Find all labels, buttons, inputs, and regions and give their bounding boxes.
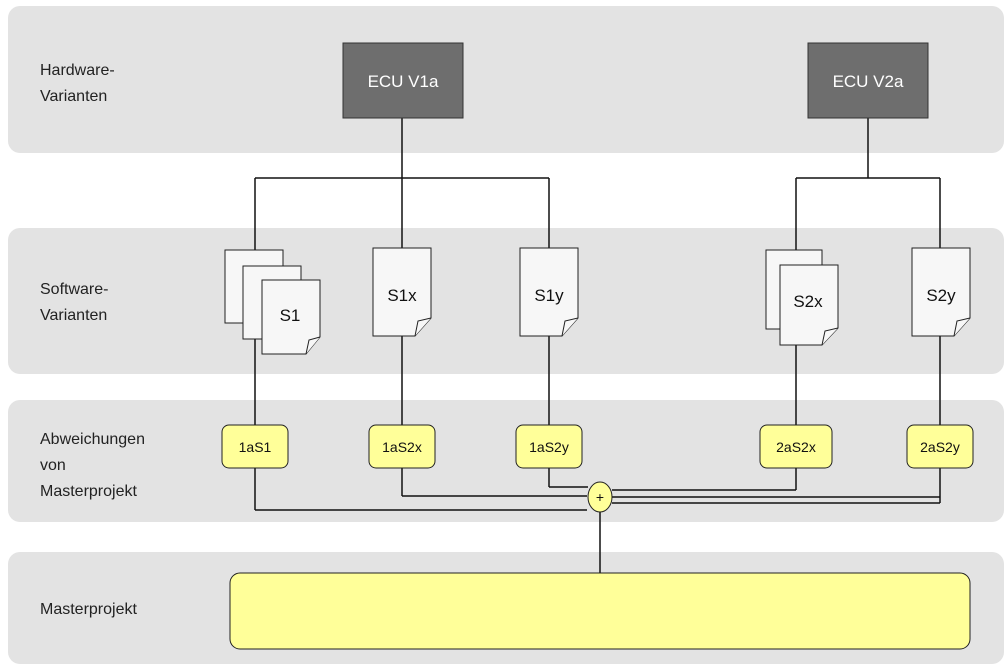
software-doc-s1: S1 xyxy=(224,249,321,355)
deviation-1as1: 1aS1 xyxy=(221,424,289,469)
deviation-2as2x: 2aS2x xyxy=(759,424,833,469)
software-doc-s1y: S1y xyxy=(519,247,579,337)
row-label-software: Software- Varianten xyxy=(40,281,113,324)
hw-sw-connectors xyxy=(254,118,941,250)
software-s1y-label: S1y xyxy=(534,286,564,305)
master-project-box xyxy=(229,572,971,650)
software-doc-s1x: S1x xyxy=(372,247,432,337)
deviation-1as2x: 1aS2x xyxy=(368,424,436,469)
svg-text:2aS2x: 2aS2x xyxy=(776,439,816,455)
software-band xyxy=(8,228,1004,374)
software-s1-label: S1 xyxy=(280,306,301,325)
row-label-hardware: Hardware- Varianten xyxy=(40,62,119,105)
ecu-v1a-label: ECU V1a xyxy=(368,72,439,91)
svg-text:1aS2x: 1aS2x xyxy=(382,439,422,455)
svg-text:2aS2y: 2aS2y xyxy=(920,439,960,455)
software-doc-s2y: S2y xyxy=(911,247,971,337)
sw-dev-connectors xyxy=(254,325,941,425)
row-label-master: Masterprojekt xyxy=(40,601,137,618)
svg-text:1aS1: 1aS1 xyxy=(239,439,272,455)
software-s2y-label: S2y xyxy=(926,286,956,305)
software-s1x-label: S1x xyxy=(387,286,417,305)
svg-text:1aS2y: 1aS2y xyxy=(529,439,569,455)
ecu-v2a-box: ECU V2a xyxy=(807,42,929,119)
row-label-deviations: Abweichungen von Masterprojekt xyxy=(40,431,149,500)
merge-node: + xyxy=(587,481,613,513)
software-doc-s2x: S2x xyxy=(765,249,839,346)
ecu-v1a-box: ECU V1a xyxy=(342,42,464,119)
ecu-v2a-label: ECU V2a xyxy=(833,72,904,91)
deviation-1as2y: 1aS2y xyxy=(515,424,583,469)
hardware-band xyxy=(8,6,1004,153)
software-s2x-label: S2x xyxy=(793,292,823,311)
merge-plus-icon: + xyxy=(596,489,604,505)
dev-merge-connectors xyxy=(254,468,941,573)
deviation-2as2y: 2aS2y xyxy=(906,424,974,469)
